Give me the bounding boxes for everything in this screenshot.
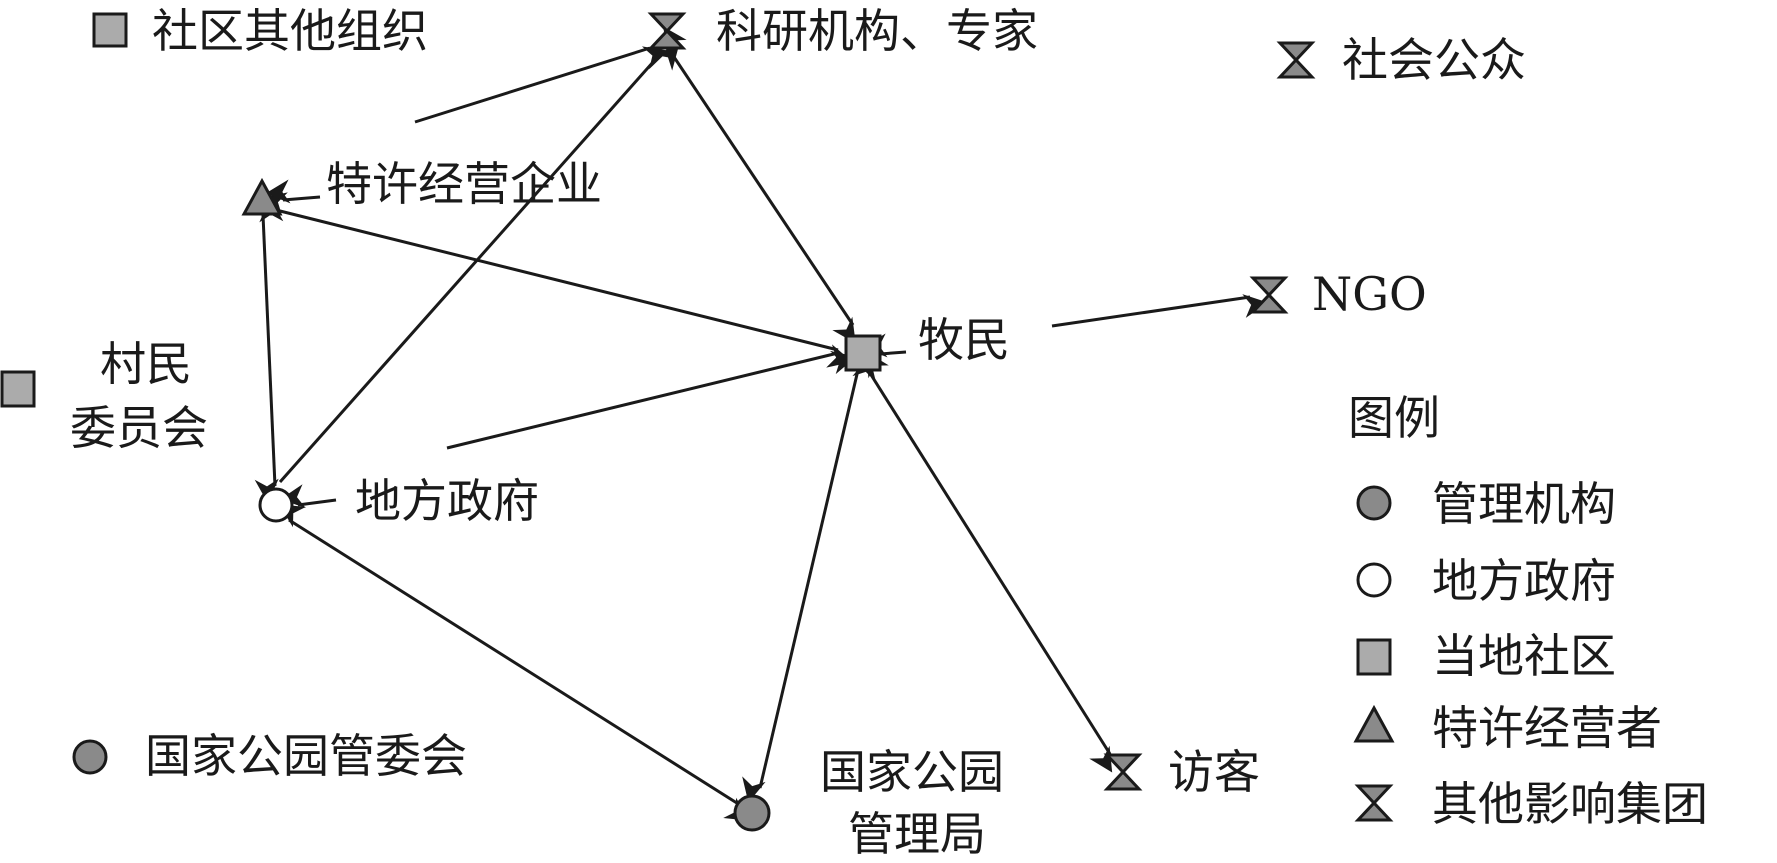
- ngo-label: NGO: [1312, 267, 1427, 321]
- legend: 图例 管理机构 地方政府 当地社区 特许经营者 其他影响集团: [1348, 391, 1708, 831]
- village-committee-node: [0, 370, 36, 408]
- herders-node: [844, 334, 882, 372]
- concession-enterprise-node-icon: [241, 177, 283, 216]
- legend-local-government-icon: [1356, 562, 1392, 598]
- public-label: 社会公众: [1342, 33, 1526, 87]
- legend-other-groups-icon: [1354, 784, 1394, 822]
- edge-localgov-label-pointer: [280, 484, 337, 509]
- edge-bureau-label-herders: [862, 333, 907, 358]
- research-experts-label: 科研机构、专家: [716, 4, 1038, 58]
- edge-herders-ngo: [1051, 294, 1268, 328]
- park-committee-node: [72, 739, 108, 775]
- edge-enterprise-localgov: [254, 197, 284, 504]
- visitors-node-icon: [1103, 753, 1143, 791]
- edge-herders-visitors: [865, 351, 1113, 773]
- edges: [254, 26, 1268, 821]
- local-government-label: 地方政府: [355, 474, 539, 528]
- legend-management-agency-icon: [1356, 485, 1392, 521]
- legend-local-community-icon: [1356, 638, 1392, 676]
- public-node-icon: [1276, 41, 1316, 79]
- visitors-label: 访客: [1168, 745, 1260, 799]
- other-community-orgs-node: [92, 12, 128, 48]
- legend-item-label: 特许经营者: [1432, 701, 1662, 755]
- herders-label: 牧民: [918, 313, 1010, 367]
- village-committee-label-line1: 村民: [100, 337, 192, 391]
- edge-localgov-bureau: [279, 504, 750, 821]
- edge-enterprise-label-pointer: [265, 179, 321, 204]
- legend-concessionaire-icon: [1353, 704, 1395, 743]
- village-committee-label-line2: 委员会: [70, 401, 208, 455]
- edge-herders-bureau: [742, 355, 876, 803]
- edge-enterprise-herders: [261, 192, 853, 368]
- research-experts-node-icon: [647, 12, 687, 50]
- other-community-orgs-label: 社区其他组织: [152, 4, 428, 58]
- legend-item-label: 地方政府: [1432, 554, 1616, 608]
- edge-localgov-herders: [446, 350, 857, 450]
- legend-title: 图例: [1348, 391, 1440, 445]
- park-bureau-node: [733, 794, 771, 832]
- concession-enterprise-label: 特许经营企业: [326, 157, 602, 211]
- ngo-node-icon: [1249, 276, 1289, 314]
- legend-item-label: 其他影响集团: [1432, 777, 1708, 831]
- park-bureau-label-line1: 国家公园: [820, 745, 1004, 799]
- park-bureau-label-line2: 管理局: [848, 807, 986, 861]
- park-committee-label: 国家公园管委会: [145, 729, 467, 783]
- edge-research-herders: [663, 26, 856, 344]
- edge-localgov-research: [278, 44, 680, 483]
- legend-item-label: 当地社区: [1432, 629, 1616, 683]
- local-government-node: [258, 487, 294, 523]
- legend-item-label: 管理机构: [1432, 477, 1616, 531]
- edge-enterprise-research: [414, 46, 669, 124]
